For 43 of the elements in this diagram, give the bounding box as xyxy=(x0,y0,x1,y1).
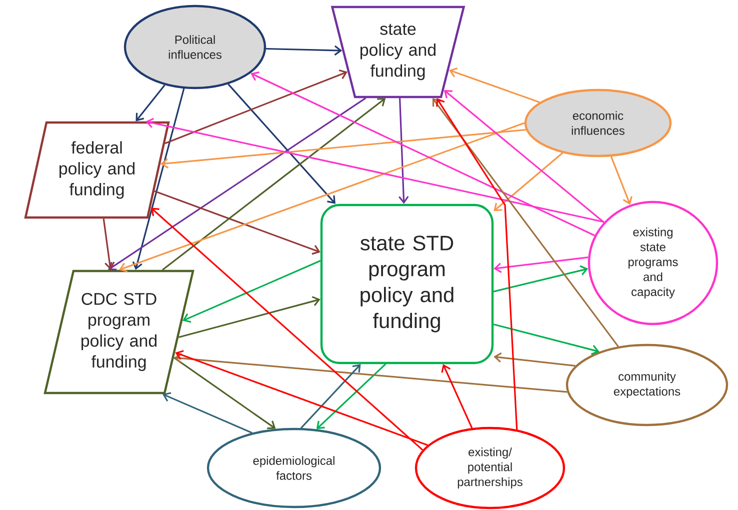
ellipse-node: existing state programs and capacity xyxy=(588,200,718,326)
arrow xyxy=(102,218,115,270)
ellipse-node: community expectations xyxy=(566,344,728,426)
arrow xyxy=(174,356,276,430)
arrow xyxy=(432,98,619,348)
arrow xyxy=(178,296,320,338)
arrow xyxy=(250,72,595,236)
arrow xyxy=(132,88,185,270)
arrow xyxy=(266,45,342,56)
arrow xyxy=(150,208,424,451)
arrow xyxy=(493,265,588,292)
arrow xyxy=(160,128,526,169)
arrow xyxy=(164,70,348,144)
arrow xyxy=(494,352,576,367)
arrow xyxy=(228,84,336,204)
arrow xyxy=(494,152,564,212)
arrow xyxy=(136,84,166,122)
arrow xyxy=(316,364,386,430)
arrow xyxy=(119,122,525,272)
arrow xyxy=(494,256,588,273)
rounded-box: state STD program policy and funding xyxy=(320,204,494,364)
arrow xyxy=(162,98,386,271)
arrow xyxy=(108,97,366,270)
arrow xyxy=(398,98,409,204)
arrow xyxy=(493,324,600,355)
ellipse-node: existing/ potential partnerships xyxy=(414,426,566,510)
arrow xyxy=(610,156,632,205)
arrow xyxy=(182,260,321,323)
ellipse-node: economic influences xyxy=(524,88,672,158)
parallelogram-box: CDC STD program policy and funding xyxy=(44,270,194,394)
arrow xyxy=(174,353,568,393)
arrow xyxy=(436,98,518,430)
arrow xyxy=(441,364,473,428)
arrow xyxy=(175,350,428,446)
arrow xyxy=(154,190,320,255)
arrow xyxy=(162,392,252,434)
ellipse-node: Political influences xyxy=(124,4,266,90)
arrow xyxy=(444,90,604,223)
parallelogram-box: federal policy and funding xyxy=(24,121,170,219)
ellipse-node: epidemiological factors xyxy=(206,428,382,508)
arrow xyxy=(300,364,361,429)
arrow xyxy=(146,118,604,223)
arrow xyxy=(448,68,540,103)
